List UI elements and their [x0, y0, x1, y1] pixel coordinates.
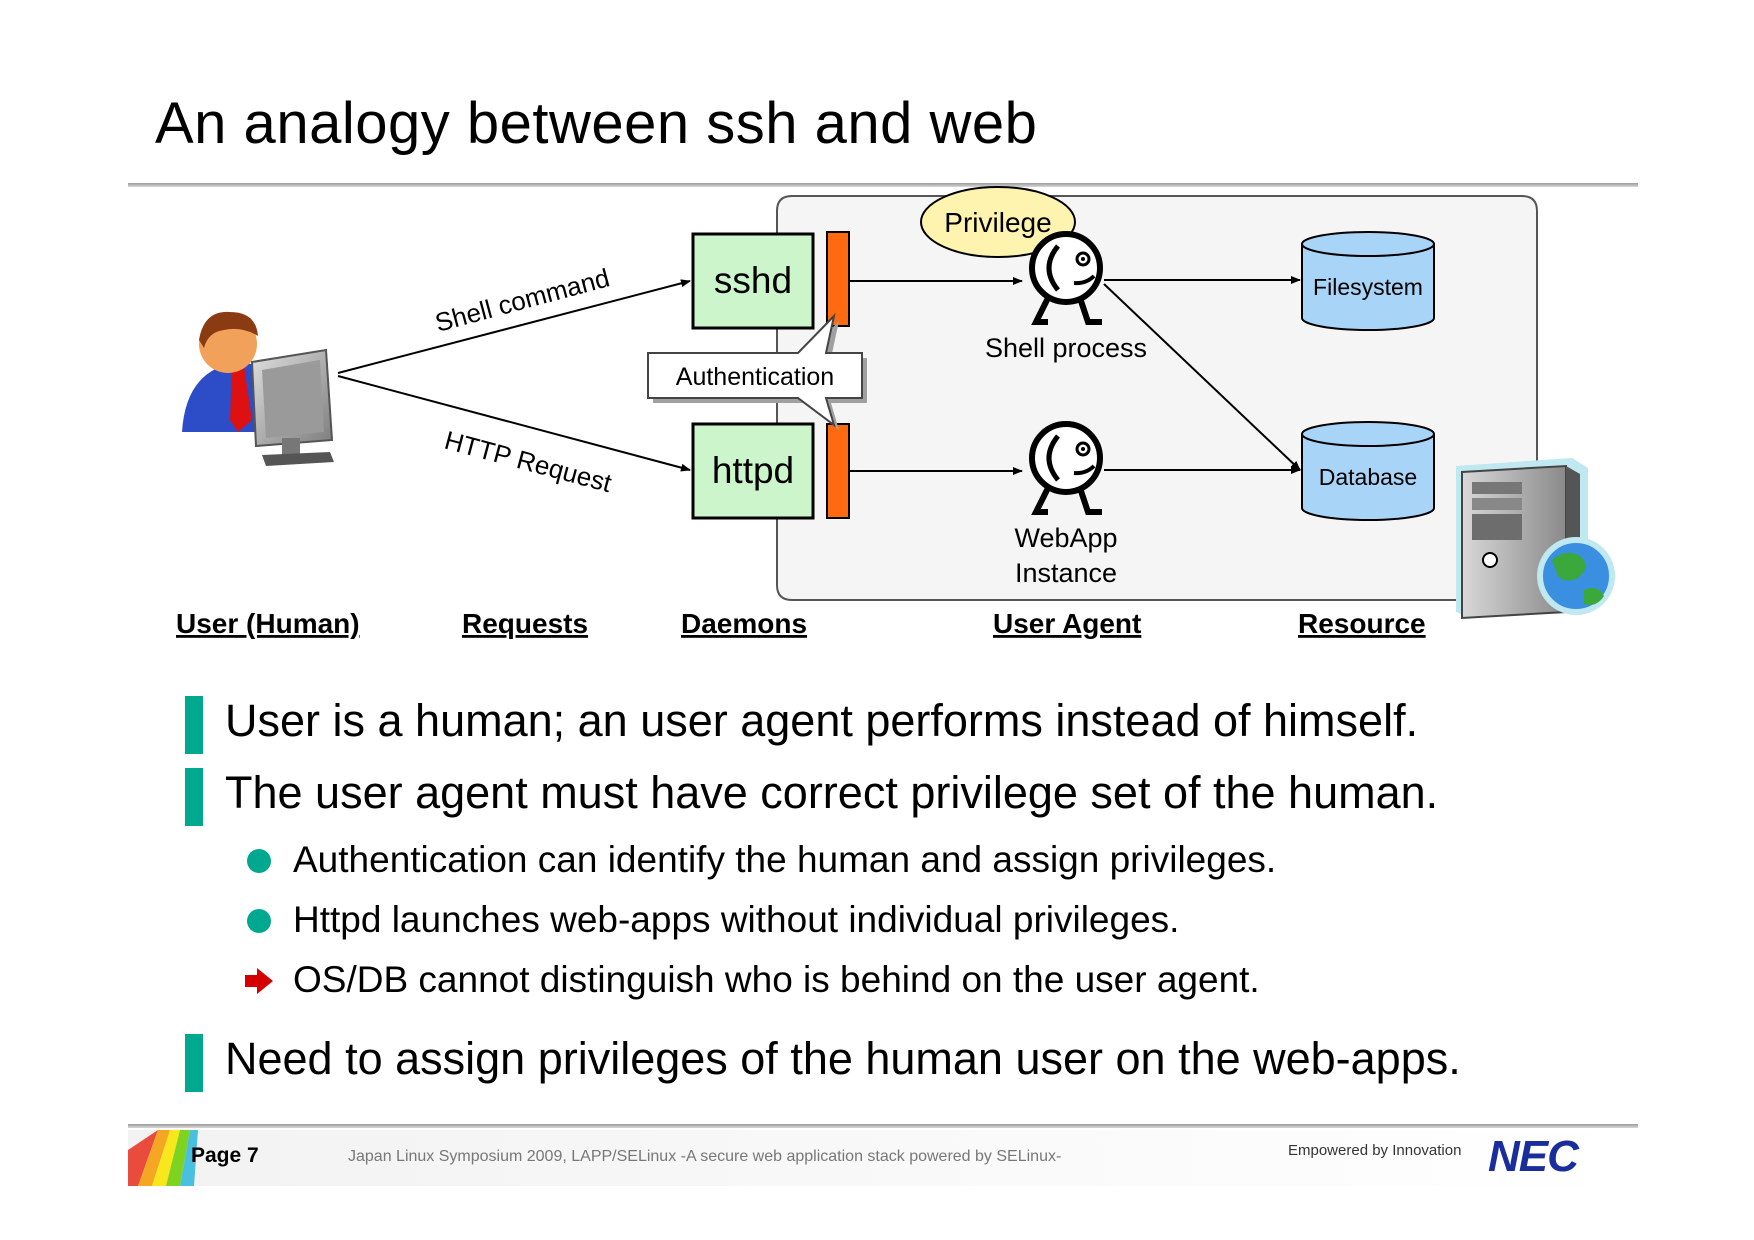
bullet-bar	[185, 768, 203, 826]
sshd-box	[691, 232, 815, 330]
bullet-user-agent-privilege: The user agent must have correct privile…	[185, 762, 1635, 834]
sub-bullet-httpd: Httpd launches web-apps without individu…	[185, 894, 1635, 954]
sub-bullet-os-db: OS/DB cannot distinguish who is behind o…	[185, 954, 1635, 1014]
webapp-label-line1: WebApp	[1014, 523, 1117, 553]
footer-tagline: Empowered by Innovation	[1288, 1142, 1462, 1159]
shell-command-label: Shell command	[432, 262, 613, 337]
user-human-icon	[182, 311, 334, 466]
filesystem-cylinder	[1301, 231, 1435, 331]
title-divider	[128, 183, 1638, 187]
slide-title: An analogy between ssh and web	[155, 91, 1038, 156]
column-user-human: User (Human)	[176, 608, 360, 639]
shell-process-label: Shell process	[985, 333, 1147, 363]
bullet-dot	[247, 909, 271, 933]
sshd-label: sshd	[714, 260, 792, 301]
privilege-bubble	[920, 186, 1076, 258]
httpd-label: httpd	[712, 450, 794, 491]
footer-divider	[128, 1124, 1638, 1128]
server-icon	[1456, 458, 1615, 620]
httpd-box	[691, 422, 815, 520]
rainbow-stripes-icon	[128, 1130, 198, 1186]
database-cylinder	[1301, 421, 1435, 521]
footer: Page 7 Japan Linux Symposium 2009, LAPP/…	[128, 1130, 1638, 1186]
http-request-arrow	[337, 375, 691, 472]
bullet-bar	[185, 696, 203, 754]
ssh-web-diagram: Shell command HTTP Request sshd httpd Au…	[176, 186, 1615, 639]
shell-command-arrow	[337, 279, 691, 374]
httpd-port	[826, 423, 850, 519]
page-number: Page 7	[191, 1144, 259, 1167]
bullet-dot	[247, 849, 271, 873]
authentication-callout	[647, 312, 863, 428]
bullet-need-assign: Need to assign privileges of the human u…	[185, 1028, 1635, 1100]
bullet-user-is-human: User is a human; an user agent performs …	[185, 690, 1635, 762]
bullet-list: User is a human; an user agent performs …	[185, 690, 1635, 1100]
filesystem-label: Filesystem	[1313, 274, 1423, 300]
footer-text: Japan Linux Symposium 2009, LAPP/SELinux…	[348, 1148, 1062, 1165]
sub-bullet-authentication: Authentication can identify the human an…	[185, 834, 1635, 894]
shell-process-agent-icon	[1029, 231, 1103, 325]
webapp-label-line2: Instance	[1015, 558, 1117, 588]
column-requests: Requests	[462, 608, 588, 639]
column-daemons: Daemons	[681, 608, 807, 639]
column-user-agent: User Agent	[993, 608, 1141, 639]
authentication-label: Authentication	[676, 363, 834, 391]
http-request-label: HTTP Request	[441, 425, 615, 499]
column-resource: Resource	[1298, 608, 1426, 639]
sshd-port	[826, 231, 850, 327]
bullet-bar	[185, 1034, 203, 1092]
nec-logo: NEC	[1488, 1132, 1579, 1181]
privilege-label: Privilege	[944, 207, 1051, 238]
webapp-instance-agent-icon	[1029, 421, 1103, 515]
shell-to-database-arrow	[1103, 283, 1301, 471]
database-label: Database	[1319, 464, 1417, 490]
red-arrow-icon	[245, 968, 273, 994]
